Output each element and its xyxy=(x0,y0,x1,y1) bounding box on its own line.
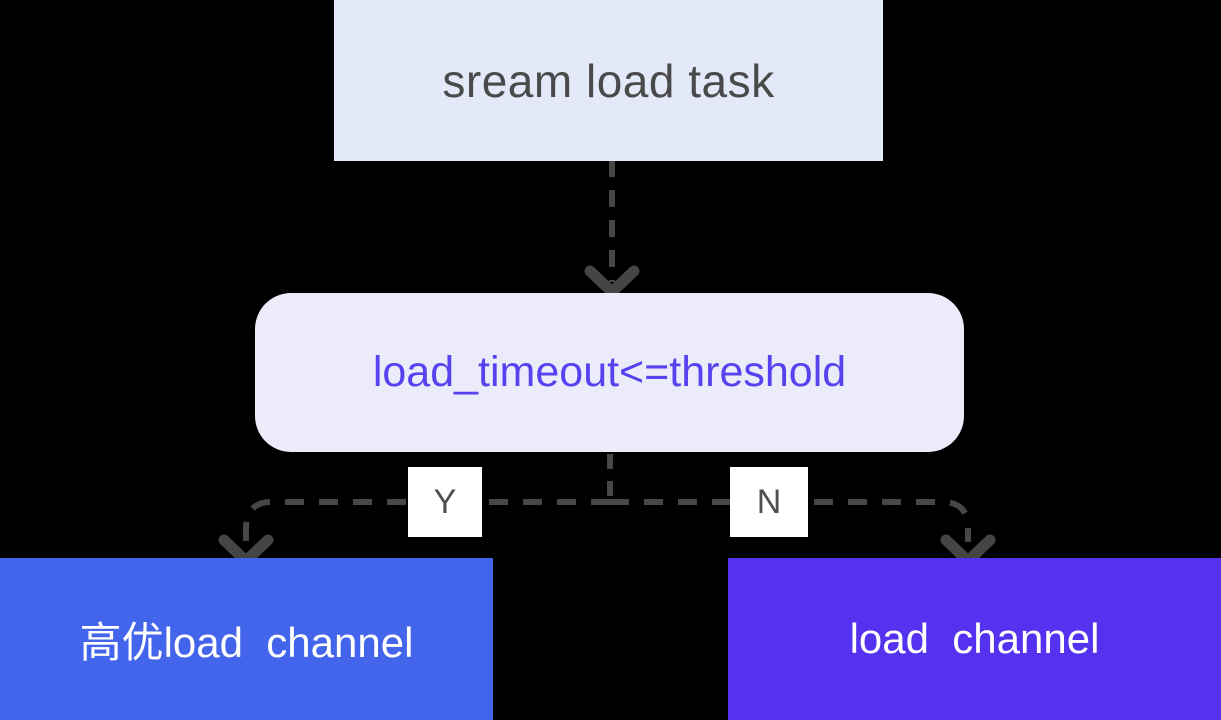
connector-branch-no xyxy=(610,499,971,542)
node-load-channel-label: load channel xyxy=(849,615,1100,662)
node-stream-load-task: sream load task xyxy=(334,0,883,161)
node-high-priority-load-channel-label: 高优load channel xyxy=(79,618,414,666)
branch-label-yes: Y xyxy=(408,467,482,537)
node-decision-label: load_timeout<=threshold xyxy=(372,348,847,396)
branch-label-yes-text: Y xyxy=(433,482,457,521)
branch-label-no-text: N xyxy=(756,482,782,521)
node-stream-load-task-label: sream load task xyxy=(442,54,775,107)
node-decision-load-timeout: load_timeout<=threshold xyxy=(255,293,964,452)
connector-branch-yes xyxy=(243,499,610,542)
node-load-channel: load channel xyxy=(728,558,1221,720)
arrowhead-down-icon xyxy=(584,265,640,298)
branch-label-no: N xyxy=(730,467,808,537)
node-high-priority-load-channel: 高优load channel xyxy=(0,558,493,720)
